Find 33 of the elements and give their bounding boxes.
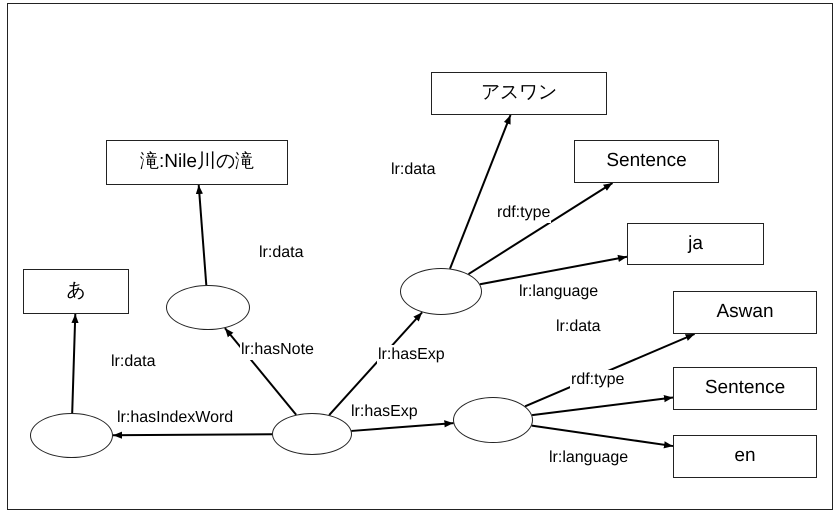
node-label: アスワン bbox=[481, 81, 557, 106]
literal-box bbox=[574, 140, 719, 183]
literal-box bbox=[673, 435, 817, 478]
node-label: Sentence bbox=[606, 149, 687, 174]
literal-box bbox=[673, 367, 817, 410]
node-label: Sentence bbox=[704, 376, 786, 400]
literal-box bbox=[106, 140, 288, 185]
edge-label: lr:language bbox=[518, 282, 600, 302]
arrow bbox=[112, 432, 272, 439]
literal-box bbox=[627, 223, 764, 265]
edge-label: rdf:type bbox=[496, 203, 552, 223]
node-label: Aswan bbox=[716, 300, 774, 324]
arrow bbox=[196, 184, 208, 286]
literal-box bbox=[431, 72, 607, 115]
literal-box bbox=[23, 269, 129, 314]
arrow bbox=[352, 420, 454, 432]
edge-label: rdf:type bbox=[570, 370, 626, 390]
arrow bbox=[449, 114, 512, 269]
edge-label: lr:language bbox=[548, 448, 630, 468]
node-label: ja bbox=[688, 232, 703, 256]
arrow bbox=[71, 314, 79, 414]
node-label: en bbox=[734, 444, 756, 468]
arrow bbox=[532, 395, 674, 416]
edge-label: lr:hasExp bbox=[377, 345, 446, 365]
node-label: あ bbox=[66, 279, 86, 304]
resource-ellipse bbox=[453, 397, 533, 443]
node-label: 滝:Nile川の滝 bbox=[140, 150, 254, 174]
edge-label: lr:hasNote bbox=[240, 340, 315, 360]
literal-box bbox=[673, 291, 817, 334]
arrow bbox=[532, 424, 674, 448]
arrow bbox=[468, 182, 614, 275]
edge-label: lr:hasExp bbox=[350, 402, 419, 422]
arrow bbox=[480, 254, 628, 286]
